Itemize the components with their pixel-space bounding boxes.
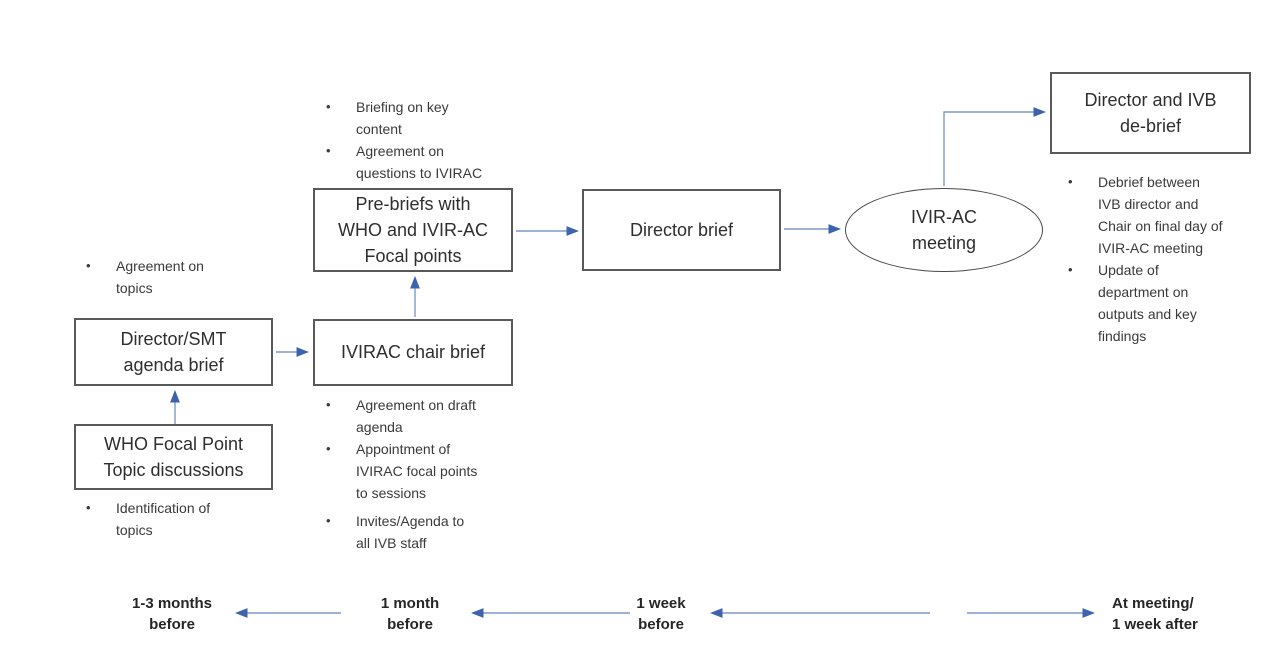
node-ivirac-chair-brief: IVIRAC chair brief [313,319,513,386]
timeline-label-1-month-before: 1 month before [380,595,440,633]
timeline-label-at-meeting-1-week-after: At meeting/ 1 week after [1112,595,1198,633]
node-director-and-ivb-debrief: Director and IVB de-brief [1050,72,1251,154]
note-item: Agreement on questions to IVIRAC [326,140,516,184]
note-item: Update of department on outputs and key … [1068,259,1258,347]
arrow-meeting-to-debrief [943,107,1047,186]
node-ivir-ac-meeting-ellipse: IVIR-AC meeting [845,188,1043,272]
note-item: Agreement on topics [86,255,266,299]
note-item: Briefing on key content [326,96,516,140]
notes-who-focal-point: Identification of topics [86,497,266,541]
note-item: Appointment of IVIRAC focal points to se… [326,438,521,504]
note-item: Agreement on draft agenda [326,394,521,438]
node-director-smt-agenda-brief: Director/SMT agenda brief [74,318,273,386]
note-item: Identification of topics [86,497,266,541]
note-item: Debrief between IVB director and Chair o… [1068,171,1258,259]
notes-director-ivb-debrief: Debrief between IVB director and Chair o… [1068,171,1258,347]
timeline-label-1-3-months-before: 1-3 months before [131,595,212,633]
notes-ivirac-chair-brief: Agreement on draft agenda Appointment of… [326,394,521,554]
notes-pre-briefs: Briefing on key content Agreement on que… [326,96,516,184]
node-pre-briefs-focal-points: Pre-briefs with WHO and IVIR-AC Focal po… [313,188,513,272]
notes-director-smt-agenda-brief: Agreement on topics [86,255,266,299]
timeline-label-1-week-before: 1 week before [636,595,686,633]
note-item: Invites/Agenda to all IVB staff [326,510,521,554]
node-who-focal-point-topic-discussions: WHO Focal Point Topic discussions [74,424,273,490]
node-director-brief: Director brief [582,189,781,271]
